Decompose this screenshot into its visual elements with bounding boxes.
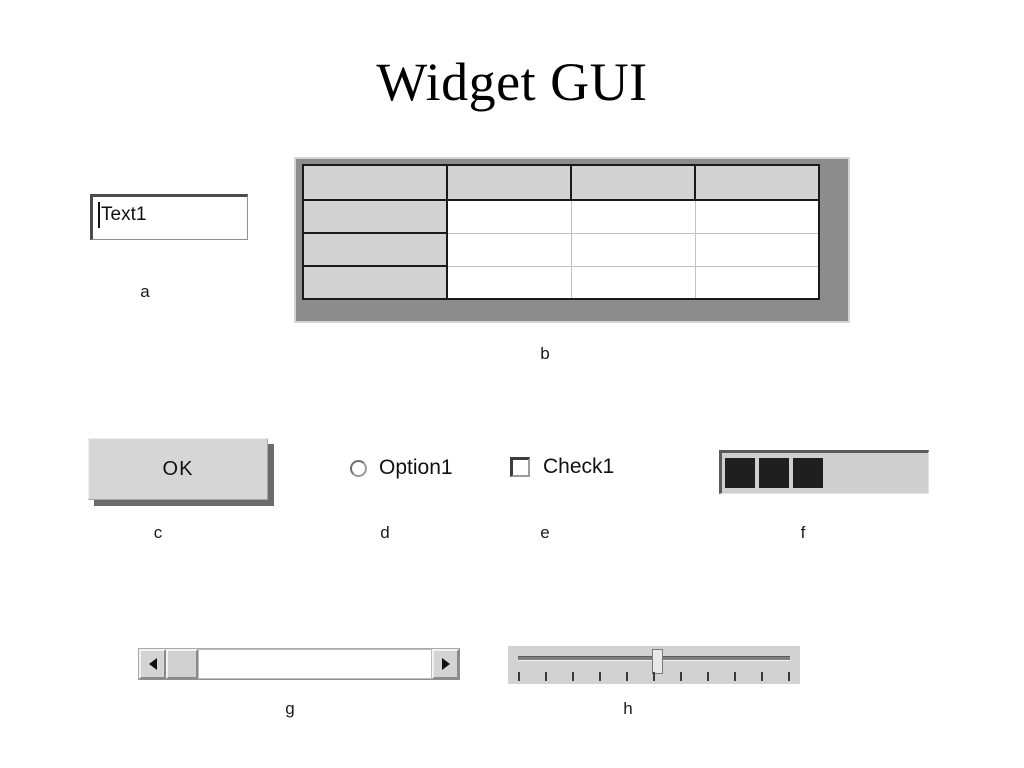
caption-d: d <box>380 523 390 542</box>
progress-bar <box>719 450 929 494</box>
slider-tick <box>707 672 709 681</box>
text-input[interactable]: Text1 <box>90 194 248 240</box>
text-input-value: Text1 <box>101 204 147 225</box>
table-row <box>304 266 818 298</box>
slider-tick <box>680 672 682 681</box>
slider-tick <box>653 672 655 681</box>
caption-a: a <box>140 282 150 301</box>
caption-f: f <box>800 523 806 542</box>
grid-cell[interactable] <box>447 233 572 267</box>
slider-tick <box>761 672 763 681</box>
checkbox-label: Check1 <box>543 455 615 478</box>
grid-inner <box>302 164 820 300</box>
caption-e: e <box>540 523 550 542</box>
slider-tick <box>518 672 520 681</box>
check-checkbox-row[interactable]: Check1 <box>510 456 614 478</box>
checkbox-square-icon[interactable] <box>510 457 530 477</box>
grid-cell[interactable] <box>571 266 696 298</box>
text-caret <box>98 202 100 228</box>
grid-column-header[interactable] <box>695 166 818 202</box>
arrow-right-icon <box>441 658 450 670</box>
grid-column-header[interactable] <box>447 166 573 202</box>
scroll-left-button[interactable] <box>139 649 166 679</box>
horizontal-scrollbar[interactable] <box>138 648 460 680</box>
grid-cell[interactable] <box>571 233 696 267</box>
radio-label: Option1 <box>379 456 453 479</box>
scroll-right-button[interactable] <box>432 649 459 679</box>
slider-tick <box>788 672 790 681</box>
grid-cell[interactable] <box>447 266 572 298</box>
slider-tick <box>599 672 601 681</box>
slider-tick <box>545 672 547 681</box>
ok-button[interactable]: OK <box>88 438 268 500</box>
option-radio-row[interactable]: Option1 <box>350 457 453 479</box>
progress-block <box>793 458 823 488</box>
grid-header-row <box>304 166 818 202</box>
grid-cell[interactable] <box>695 266 818 298</box>
grid-cell[interactable] <box>447 200 572 234</box>
grid-row-header[interactable] <box>304 266 449 298</box>
table-row <box>304 200 818 235</box>
arrow-left-icon <box>148 658 157 670</box>
grid-column-header[interactable] <box>571 166 697 202</box>
radio-circle-icon[interactable] <box>350 459 367 477</box>
slider-trackbar[interactable] <box>508 646 800 684</box>
slider-ticks <box>518 672 790 682</box>
page-title: Widget GUI <box>376 52 648 112</box>
grid-cell[interactable] <box>695 200 818 234</box>
grid-corner-cell[interactable] <box>304 166 449 202</box>
grid-cell[interactable] <box>695 233 818 267</box>
slider-tick <box>626 672 628 681</box>
progress-block <box>725 458 755 488</box>
caption-b: b <box>540 344 550 363</box>
progress-block <box>759 458 789 488</box>
grid-row-header[interactable] <box>304 200 449 235</box>
caption-g: g <box>285 699 295 718</box>
slider-thumb[interactable] <box>652 649 663 674</box>
grid-cell[interactable] <box>571 200 696 234</box>
scrollbar-thumb[interactable] <box>166 649 198 679</box>
scrollbar-trough[interactable] <box>198 649 432 679</box>
grid-row-header[interactable] <box>304 233 449 268</box>
slider-tick <box>572 672 574 681</box>
grid-table <box>304 166 818 298</box>
caption-h: h <box>623 699 633 718</box>
caption-c: c <box>153 523 163 542</box>
table-row <box>304 233 818 268</box>
grid-widget[interactable] <box>294 157 850 323</box>
ok-button-wrapper: OK <box>88 438 274 506</box>
slider-tick <box>734 672 736 681</box>
